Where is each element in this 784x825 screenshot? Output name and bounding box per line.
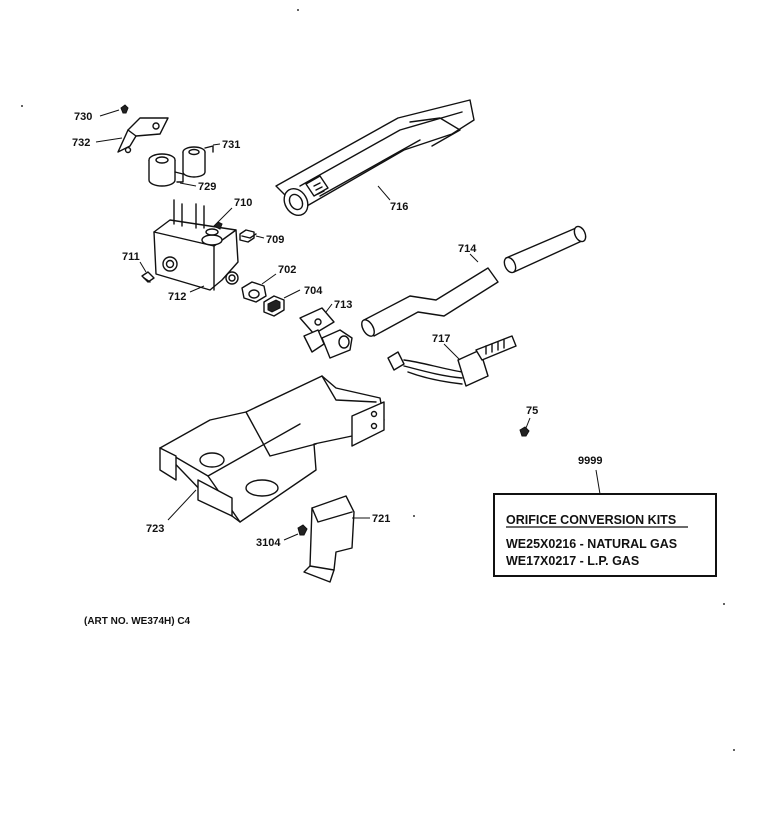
scan-specks bbox=[21, 9, 735, 751]
label-714: 714 bbox=[458, 243, 477, 255]
part-717-igniter bbox=[387, 335, 517, 387]
label-9999: 9999 bbox=[578, 455, 602, 467]
part-3104-screw bbox=[297, 524, 308, 536]
part-716-burner bbox=[275, 99, 475, 217]
part-721-shield bbox=[303, 495, 355, 583]
part-709-nut bbox=[239, 229, 257, 243]
label-716: 716 bbox=[390, 201, 408, 213]
part-704-orifice bbox=[263, 295, 285, 317]
label-709: 709 bbox=[266, 234, 284, 246]
label-75: 75 bbox=[526, 405, 538, 417]
part-730-screw bbox=[120, 104, 129, 114]
part-731-coil bbox=[182, 145, 214, 178]
part-732-bracket bbox=[117, 117, 169, 154]
kit-lp-gas: WE17X0217 - L.P. GAS bbox=[506, 554, 639, 568]
part-711-screw bbox=[141, 271, 155, 283]
label-704: 704 bbox=[304, 285, 323, 297]
orifice-kit-box: ORIFICE CONVERSION KITS WE25X0216 - NATU… bbox=[493, 493, 717, 577]
label-3104: 3104 bbox=[256, 537, 281, 549]
part-75-screw bbox=[519, 426, 530, 437]
kit-natural-gas: WE25X0216 - NATURAL GAS bbox=[506, 537, 677, 551]
label-730: 730 bbox=[74, 111, 92, 123]
label-731: 731 bbox=[222, 139, 240, 151]
part-729-coil bbox=[148, 153, 184, 187]
part-713-elbow bbox=[299, 307, 353, 359]
label-712: 712 bbox=[168, 291, 186, 303]
part-723-bracket bbox=[159, 375, 385, 523]
label-723: 723 bbox=[146, 523, 164, 535]
label-702: 702 bbox=[278, 264, 296, 276]
part-714-tube bbox=[361, 225, 587, 337]
art-number: (ART NO. WE374H) C4 bbox=[84, 616, 191, 627]
kit-box-title: ORIFICE CONVERSION KITS bbox=[506, 513, 676, 527]
label-721: 721 bbox=[372, 513, 390, 525]
label-732: 732 bbox=[72, 137, 90, 149]
label-729: 729 bbox=[198, 181, 216, 193]
part-702-fitting bbox=[241, 281, 267, 303]
label-713: 713 bbox=[334, 299, 352, 311]
part-712-gas-valve bbox=[153, 199, 239, 291]
label-711: 711 bbox=[122, 251, 140, 263]
label-710: 710 bbox=[234, 197, 252, 209]
label-717: 717 bbox=[432, 333, 450, 345]
part-710-screw bbox=[213, 221, 223, 230]
